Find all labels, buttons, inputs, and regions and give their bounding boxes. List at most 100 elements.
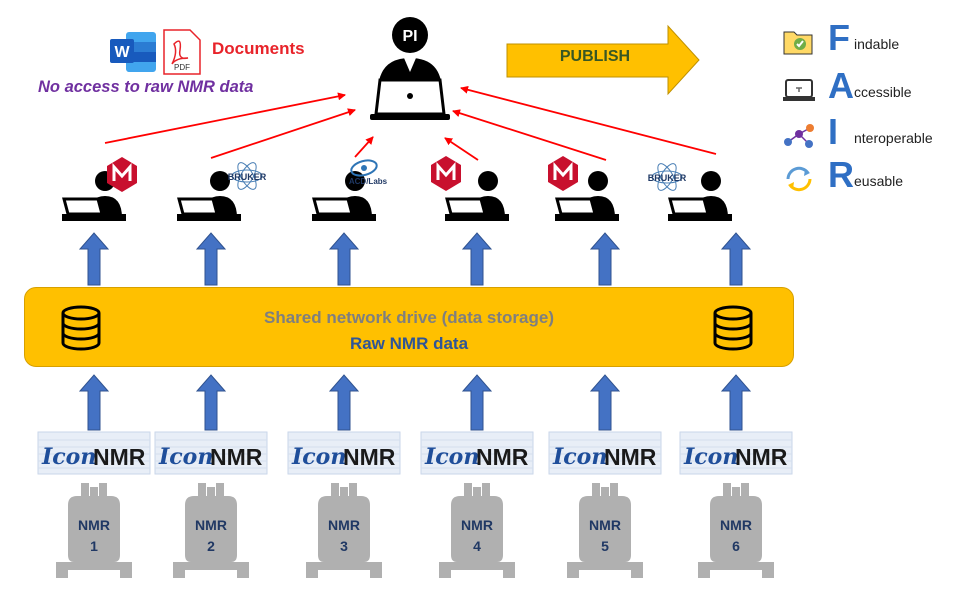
publish-arrow-shape [506,24,700,96]
bruker-label: BRUKER [228,172,267,182]
report-arrow [444,137,479,161]
data-flow-arrow [328,374,360,431]
nmr-magnet-icon: NMR 5 [567,483,643,578]
fair-letter: A [828,65,854,106]
user-at-laptop-icon [445,171,509,221]
report-arrow [104,92,346,144]
pi-head-icon [392,17,428,53]
bruker-logo-icon: BRUKER [228,162,267,190]
iconnmr-suffix: NMR [735,444,788,470]
pdf-label: PDF [174,63,190,72]
storage-title: Shared network drive (data storage) [263,308,555,327]
user-at-laptop-icon [177,171,241,221]
iconnmr-suffix: NMR [476,444,529,470]
database-icon [713,305,753,351]
acd-labs-label: ACD/Labs [349,177,388,186]
magnet-label: NMR [195,517,227,533]
bruker-label: BRUKER [648,173,687,183]
magnet-number: 1 [90,538,98,554]
data-flow-arrow [328,232,360,286]
magnet-number: 5 [601,538,609,554]
network-nodes-icon [784,124,814,148]
magnet-number: 4 [473,538,481,554]
mnova-logo-icon [431,156,461,191]
magnet-number: 2 [207,538,215,554]
user-at-laptop-icon [312,171,376,221]
data-flow-arrow [720,232,752,286]
magnet-label: NMR [720,517,752,533]
data-flow-arrow [78,374,110,431]
nmr-magnet-icon: NMR 3 [306,483,382,578]
laptop-key-icon [783,79,815,101]
acd-labs-logo-icon: ACD/Labs [349,159,388,186]
publish-arrow [506,24,700,96]
nmr-magnet-icon: NMR 2 [173,483,249,578]
recycle-arrows-icon [786,166,812,192]
iconnmr-prefix: Icon [158,444,213,470]
publish-label: PUBLISH [559,48,631,65]
documents-label: Documents [212,39,305,58]
magnet-label: NMR [589,517,621,533]
mnova-logo-icon [548,156,578,191]
data-flow-arrow [461,374,493,431]
iconnmr-suffix: NMR [604,444,657,470]
word-doc-icon: W [110,32,156,72]
database-icon [61,305,101,351]
fair-word: ccessible [854,84,912,100]
iconnmr-prefix: Icon [41,444,96,470]
pi-label: PI [402,28,417,45]
storage-subtitle: Raw NMR data [349,334,469,353]
data-flow-arrow [78,232,110,286]
data-flow-arrow [195,374,227,431]
magnet-number: 3 [340,538,348,554]
data-flow-arrow [195,232,227,286]
iconnmr-prefix: Icon [291,444,346,470]
user-at-laptop-icon [668,171,732,221]
fair-letter: F [828,17,850,58]
report-arrow [452,109,607,161]
shared-network-drive: Shared network drive (data storage) Raw … [24,287,794,367]
user-at-laptop-icon [555,171,619,221]
data-flow-arrow [589,232,621,286]
magnet-label: NMR [328,517,360,533]
report-arrow [460,85,717,155]
red-arrows-group [104,85,717,161]
fair-letter: R [828,154,854,195]
iconnmr-prefix: Icon [683,444,738,470]
mnova-logo-icon [107,157,137,192]
data-flow-arrow [589,374,621,431]
users-group [62,171,732,221]
word-letter: W [114,44,130,61]
magnet-label: NMR [461,517,493,533]
magnet-label: NMR [78,517,110,533]
pi-group: PI [370,17,450,120]
nmr-magnet-icon: NMR 4 [439,483,515,578]
nmr-magnet-icon: NMR 1 [56,483,132,578]
fair-letter: I [828,111,839,152]
fair-word: eusable [854,173,904,189]
bruker-logo-icon: BRUKER [648,163,687,191]
folder-check-icon [783,31,813,55]
fair-word: nteroperable [854,130,933,146]
iconnmr-suffix: NMR [343,444,396,470]
report-arrow [354,136,374,158]
report-arrow [210,108,356,159]
iconnmr-suffix: NMR [210,444,263,470]
iconnmr-prefix: Icon [424,444,479,470]
pdf-doc-icon: PDF [163,29,201,75]
blue-arrows-group [78,232,752,431]
user-at-laptop-icon [62,171,126,221]
data-flow-arrow [461,232,493,286]
data-flow-arrow [720,374,752,431]
software-logos-group: BRUKER ACD/Labs BRUKER [107,156,687,192]
